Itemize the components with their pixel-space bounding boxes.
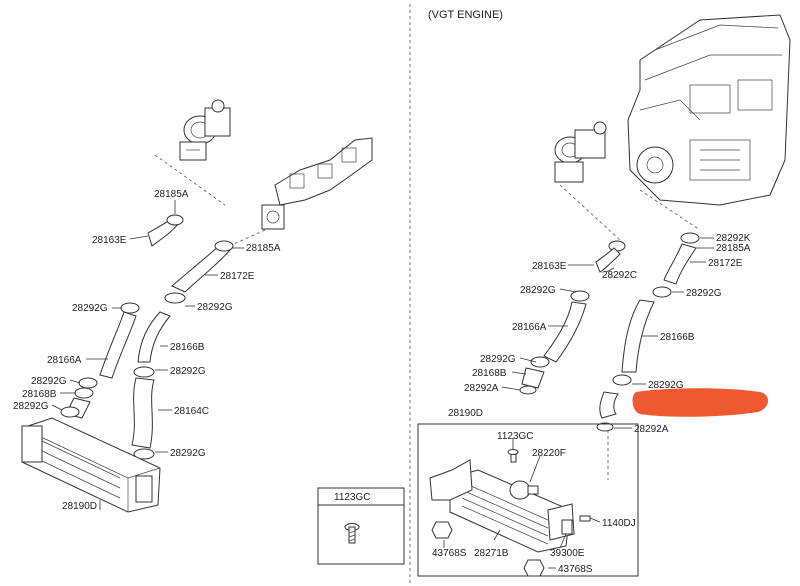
label-28185A-mid: 28185A [246,243,281,254]
turbocharger-left [179,99,231,161]
hose-28168B-right [519,367,545,395]
bolt-1123GC-right [507,449,519,463]
label-28164C-left: 28164C [174,406,209,417]
intercooler-right [429,459,575,553]
bolt-1140DJ [579,515,591,522]
label-39300E: 39300E [550,548,585,559]
redaction-mark [632,388,769,417]
engine-block [627,14,791,206]
label-28166B-left: 28166B [170,342,205,353]
label-28292G-left-c: 28292G [31,376,67,387]
label-1140DJ: 1140DJ [602,518,636,529]
label-28166B-right: 28166B [660,332,695,343]
turbocharger-right [554,121,607,183]
label-28271B: 28271B [474,548,509,559]
label-28163E-left: 28163E [92,235,127,246]
hose-28168B-left [60,397,91,419]
label-28292G-right-b: 28292G [686,288,722,299]
engine-header: (VGT ENGINE) [428,9,503,21]
label-28168B-left: 28168B [22,389,57,400]
label-28292G-right-c: 28292G [480,354,516,365]
label-28292G-right-d: 28292G [648,380,684,391]
hose-28166B-left [137,311,171,363]
label-28292G-left-e: 28292G [13,401,49,412]
label-28292C: 28292C [602,270,637,281]
label-28220F: 28220F [532,448,566,459]
label-28190D-right: 28190D [448,408,483,419]
intake-manifold-left [261,137,373,230]
inset-title: 1123GC [334,492,371,503]
hose-28163E-right [595,240,626,273]
sensor-28220F [509,480,539,500]
label-28172E-left: 28172E [220,271,255,282]
bracket-39300E [561,519,573,535]
hose-28166A-right [530,290,590,368]
label-28292G-left-a: 28292G [72,303,108,314]
hose-28166B-right [621,299,655,373]
label-28185A-right: 28185A [716,243,751,254]
label-28166A-right: 28166A [512,322,547,333]
label-28292A-right-b: 28292A [634,424,669,435]
label-28163E-right: 28163E [532,261,567,272]
hose-28166A-left [74,302,140,399]
right-leader-lines [443,237,714,569]
label-28292K: 28292K [716,233,751,244]
leader-turbo-left [154,154,226,206]
label-28190D-left: 28190D [62,501,97,512]
label-28185A-top: 28185A [154,189,189,200]
hose-28164C-left [131,366,155,460]
label-28172E-right: 28172E [708,258,743,269]
leader-turbo-right [559,184,621,241]
label-43768S-a: 43768S [432,548,467,559]
left-leader-lines [51,200,244,510]
inset-1123GC [317,487,405,565]
label-28292G-left-b: 28292G [197,302,233,313]
label-1123GC-right: 1123GC [497,431,534,442]
hose-28172E-right [652,232,700,298]
leader-engine-right [639,189,701,231]
hose-28172E-left [164,240,234,304]
nut-43768S-a [431,521,453,539]
intercooler-left [21,417,161,513]
nut-43768S-b [523,559,545,577]
hose-28164-right [596,374,632,432]
hose-28163E-left [147,214,184,247]
label-28292G-right-a: 28292G [520,285,556,296]
label-28292A-right-a: 28292A [464,383,499,394]
label-43768S-b: 43768S [558,564,593,575]
label-28292G-left-d: 28292G [170,366,206,377]
label-28166A-left: 28166A [47,355,82,366]
label-28168B-right: 28168B [472,368,507,379]
bolt-icon [344,523,360,544]
label-28292G-left-f: 28292G [170,448,206,459]
